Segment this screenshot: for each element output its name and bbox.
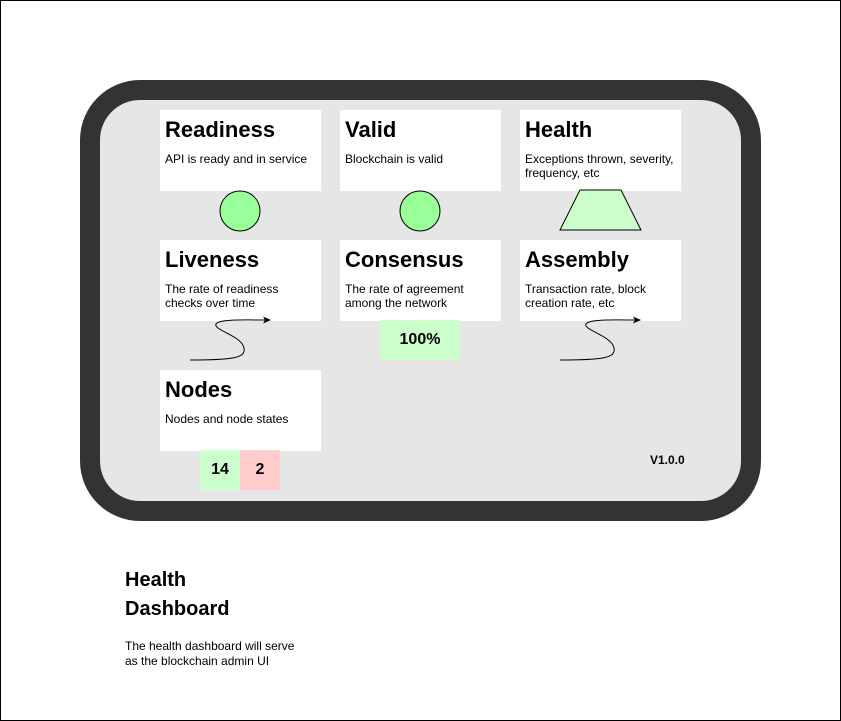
health-desc: Exceptions thrown, severity, frequency, … <box>525 152 674 180</box>
nodes-card: Nodes Nodes and node states <box>160 370 321 451</box>
diagram-description: The health dashboard will serve as the b… <box>125 639 325 669</box>
health-trapezoid-icon <box>559 189 642 231</box>
valid-card: Valid Blockchain is valid <box>340 110 501 191</box>
diagram-description-line-1: The health dashboard will serve <box>125 639 295 653</box>
valid-desc: Blockchain is valid <box>345 152 444 166</box>
liveness-desc: The rate of readiness checks over time <box>165 282 279 310</box>
nodes-healthy-count: 14 <box>200 450 240 490</box>
assembly-title: Assembly <box>525 247 629 272</box>
readiness-card: Readiness API is ready and in service <box>160 110 321 191</box>
nodes-title: Nodes <box>165 377 233 402</box>
assembly-desc: Transaction rate, block creation rate, e… <box>525 282 646 310</box>
consensus-card: Consensus The rate of agreement among th… <box>340 240 501 321</box>
diagram-description-line-2: as the blockchain admin UI <box>125 654 270 668</box>
consensus-desc: The rate of agreement among the network <box>345 282 464 310</box>
consensus-title: Consensus <box>345 247 464 272</box>
assembly-trend-arrow-icon <box>559 316 641 361</box>
diagram-title: Health Dashboard <box>125 566 325 624</box>
liveness-card: Liveness The rate of readiness checks ov… <box>160 240 321 321</box>
readiness-status-circle-icon <box>219 190 261 232</box>
nodes-desc: Nodes and node states <box>165 412 289 426</box>
diagram-title-line-1: Health <box>125 569 187 591</box>
assembly-card: Assembly Transaction rate, block creatio… <box>520 240 681 321</box>
health-card: Health Exceptions thrown, severity, freq… <box>520 110 681 191</box>
readiness-title: Readiness <box>165 117 276 142</box>
version-label: V1.0.0 <box>650 453 685 467</box>
valid-status-circle-icon <box>399 190 441 232</box>
valid-title: Valid <box>345 117 397 142</box>
nodes-unhealthy-count: 2 <box>240 450 280 490</box>
readiness-desc: API is ready and in service <box>165 152 308 166</box>
diagram-title-line-2: Dashboard <box>125 598 230 620</box>
consensus-rate-badge: 100% <box>380 320 460 360</box>
health-title: Health <box>525 117 593 142</box>
liveness-trend-arrow-icon <box>189 316 271 361</box>
liveness-title: Liveness <box>165 247 260 272</box>
